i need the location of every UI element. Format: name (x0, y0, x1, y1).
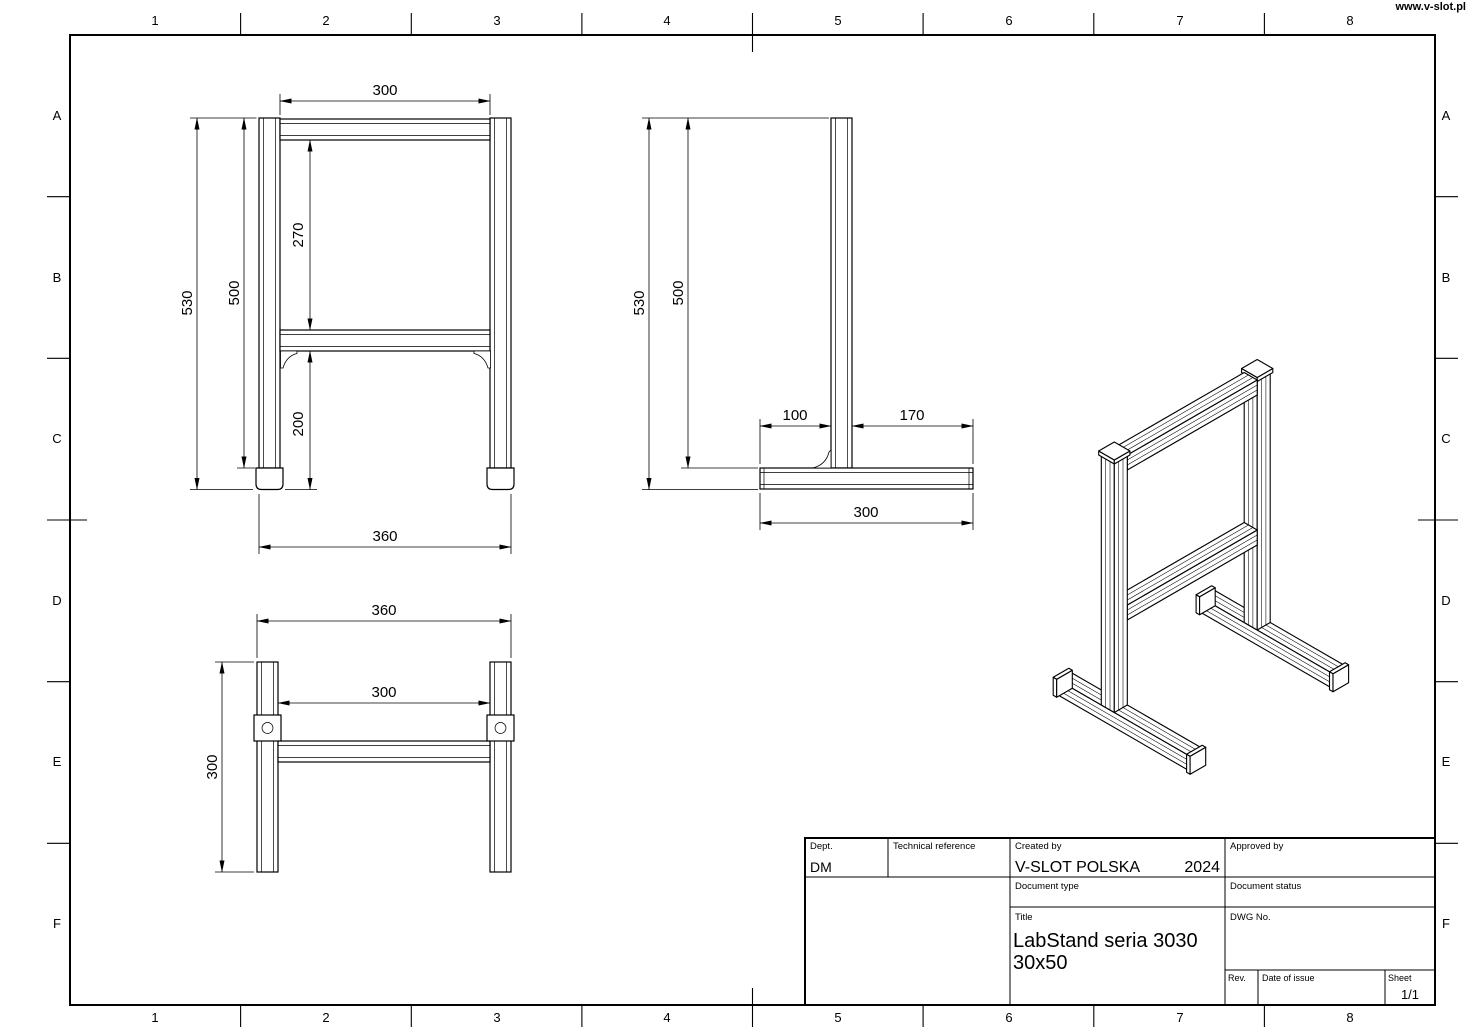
row-label-right: E (1442, 754, 1451, 769)
column-label-top: 1 (151, 13, 158, 28)
column-label-bottom: 7 (1176, 1010, 1183, 1025)
column-label-top: 4 (663, 13, 670, 28)
website-url: www.v-slot.pl (1395, 1, 1467, 13)
title-block: Dept. DM Technical reference Created by … (804, 837, 1436, 1006)
side-gusset (812, 449, 832, 469)
dim-top-depth: 300 (204, 754, 221, 779)
row-label-right: F (1442, 916, 1450, 931)
sheet-number: 1/1 (1401, 987, 1419, 1002)
dim-side-front-offset: 100 (782, 407, 807, 424)
side-leg-profile (830, 117, 853, 469)
column-label-top: 8 (1346, 13, 1353, 28)
approved-by-label: Approved by (1230, 841, 1284, 852)
top-view-dimensions: 360 300 300 (204, 602, 512, 873)
column-label-bottom: 8 (1346, 1010, 1353, 1025)
document-type-label: Document type (1015, 881, 1079, 892)
front-middle-beam (279, 329, 491, 352)
rev-label: Rev. (1228, 973, 1246, 983)
sheet-label: Sheet (1388, 973, 1412, 983)
column-label-bottom: 2 (322, 1010, 329, 1025)
title-line1: LabStand seria 3030 (1013, 930, 1198, 952)
dim-side-total-height: 530 (631, 290, 648, 315)
dim-side-leg-height: 500 (670, 280, 687, 305)
front-right-gusset (473, 350, 491, 369)
column-label-bottom: 4 (663, 1010, 670, 1025)
top-left-bracket (253, 714, 282, 742)
front-view (255, 117, 515, 491)
row-label-left: F (53, 916, 61, 931)
dim-front-lower-gap: 200 (290, 411, 307, 436)
front-left-gusset (280, 350, 298, 369)
front-top-beam (279, 118, 491, 141)
isometric-view (1052, 358, 1350, 775)
row-label-right: A (1442, 108, 1451, 123)
dim-side-rear-offset: 170 (899, 407, 924, 424)
front-right-foot (486, 467, 515, 491)
side-view-dimensions: 530 500 100 170 300 (631, 117, 974, 530)
front-right-leg-profile (489, 117, 512, 469)
column-label-bottom: 6 (1005, 1010, 1012, 1025)
row-label-left: E (53, 754, 62, 769)
column-label-top: 7 (1176, 13, 1183, 28)
side-base-profile (759, 467, 974, 490)
column-label-bottom: 5 (834, 1010, 841, 1025)
created-by-value: V-SLOT POLSKA (1015, 859, 1140, 876)
dim-front-total-height: 530 (179, 290, 196, 315)
row-label-left: D (52, 593, 61, 608)
top-view (253, 661, 515, 873)
grid-labels: 1 2 3 4 5 6 7 8 1 2 3 4 5 6 7 8 A B C D … (52, 13, 1450, 1025)
column-label-bottom: 3 (493, 1010, 500, 1025)
sheet-frame (47, 13, 1458, 1027)
centering-marks (47, 13, 1458, 1027)
column-label-top: 5 (834, 13, 841, 28)
dept-value: DM (810, 859, 832, 875)
row-label-right: B (1442, 270, 1451, 285)
top-right-foot-profile (489, 661, 512, 873)
front-left-leg-profile (258, 117, 281, 469)
date-of-issue-label: Date of issue (1262, 973, 1315, 983)
top-right-bracket (486, 714, 515, 742)
row-label-right: C (1441, 431, 1450, 446)
dim-front-upper-gap: 270 (290, 222, 307, 247)
dwg-no-label: DWG No. (1230, 912, 1271, 923)
side-view (759, 117, 974, 490)
dim-front-leg-height: 500 (226, 280, 243, 305)
row-label-left: C (52, 431, 61, 446)
top-left-foot-profile (256, 661, 279, 873)
dim-front-base-width: 360 (372, 528, 397, 545)
dept-label: Dept. (810, 841, 833, 852)
column-label-top: 6 (1005, 13, 1012, 28)
top-crossbar (277, 740, 491, 763)
row-label-right: D (1441, 593, 1450, 608)
technical-reference-label: Technical reference (893, 841, 975, 852)
row-label-left: A (53, 108, 62, 123)
dim-top-outer-width: 360 (371, 602, 396, 619)
front-view-dimensions: 300 530 500 270 200 360 (179, 82, 512, 554)
document-status-label: Document status (1230, 881, 1302, 892)
front-left-foot (255, 467, 284, 491)
title-label: Title (1015, 912, 1033, 923)
column-label-bottom: 1 (151, 1010, 158, 1025)
row-label-left: B (53, 270, 62, 285)
dim-side-base-length: 300 (853, 504, 878, 521)
year-value: 2024 (1184, 859, 1220, 876)
column-label-top: 2 (322, 13, 329, 28)
dim-top-inner-width: 300 (371, 684, 396, 701)
dim-front-top-width: 300 (372, 82, 397, 99)
title-line2: 30x50 (1013, 952, 1068, 974)
column-label-top: 3 (493, 13, 500, 28)
created-by-label: Created by (1015, 841, 1062, 852)
